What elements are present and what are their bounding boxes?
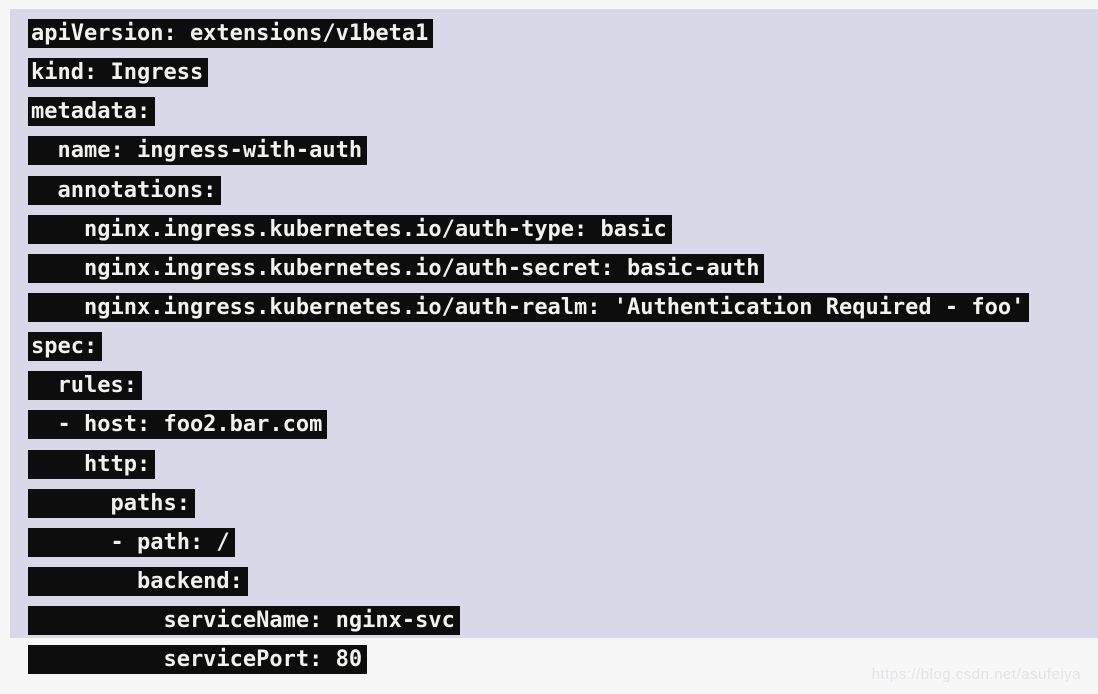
code-line: annotations: [28,175,1029,215]
code-line: kind: Ingress [28,58,1029,97]
selected-text: serviceName: nginx-svc [28,606,460,636]
watermark-url: https://blog.csdn.net/asufeiya [871,666,1081,683]
selected-text: kind: Ingress [28,58,209,88]
code-line: nginx.ingress.kubernetes.io/auth-realm: … [28,292,1030,332]
code-line: - path: / [28,527,1029,567]
code-line: nginx.ingress.kubernetes.io/auth-type: b… [28,214,1029,254]
selected-text: rules: [28,371,142,401]
code-line: http: [28,449,1029,489]
code-line: spec: [28,332,1029,371]
selected-text: metadata: [28,97,156,127]
yaml-code-block: apiVersion: extensions/v1beta1 kind: Ingr… [28,19,1030,684]
code-line: - host: foo2.bar.com [28,410,1029,449]
code-line: nginx.ingress.kubernetes.io/auth-secret:… [28,253,1029,293]
selected-text: nginx.ingress.kubernetes.io/auth-secret:… [28,253,765,283]
selected-text: nginx.ingress.kubernetes.io/auth-realm: … [28,292,1030,322]
selected-text: paths: [28,488,195,518]
selected-text: spec: [28,332,103,362]
selected-text: backend: [28,566,248,596]
code-line: metadata: [28,97,1029,136]
code-line: rules: [28,371,1029,410]
code-line: paths: [28,488,1029,528]
selected-text: - host: foo2.bar.com [28,410,328,440]
selected-text: annotations: [28,175,222,205]
selected-text: http: [28,449,156,479]
selected-text: servicePort: 80 [28,645,368,675]
code-line: serviceName: nginx-svc [28,606,1029,645]
selected-text: name: ingress-with-auth [28,136,368,166]
selected-text: apiVersion: extensions/v1beta1 [28,19,434,48]
code-line: name: ingress-with-auth [28,136,1029,175]
code-line: servicePort: 80 [28,645,1029,684]
selected-text: - path: / [28,527,235,557]
code-line: backend: [28,566,1029,606]
code-line: apiVersion: extensions/v1beta1 [28,19,1029,58]
selected-text: nginx.ingress.kubernetes.io/auth-type: b… [28,214,672,244]
